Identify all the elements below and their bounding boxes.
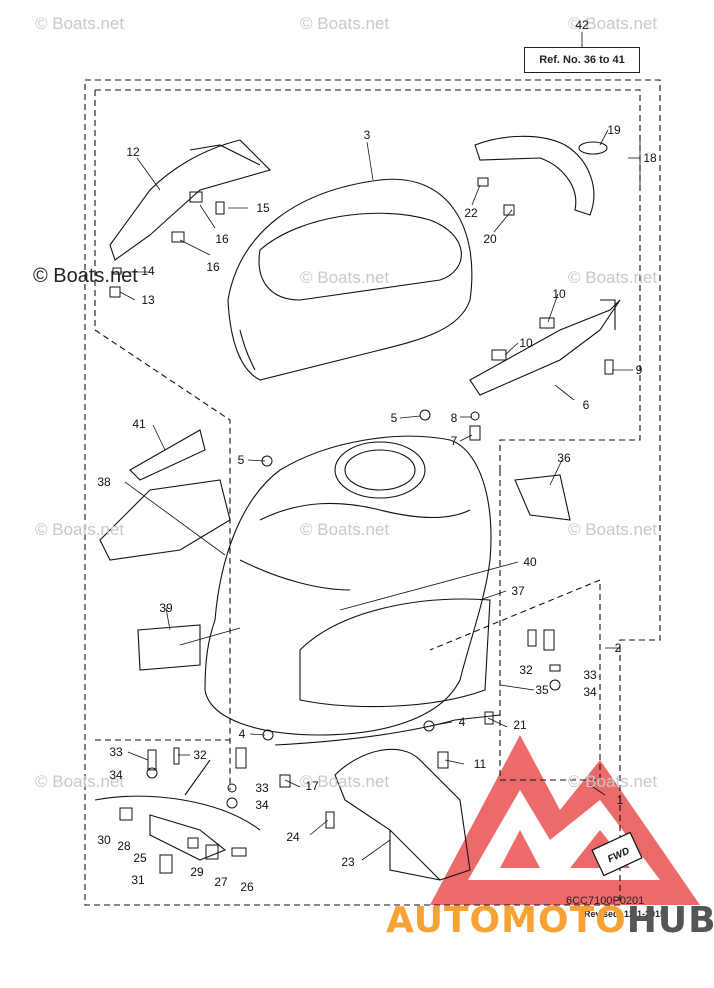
fwd-badge (591, 831, 643, 877)
callout-number: 4 (238, 727, 246, 741)
decal-39 (137, 624, 201, 671)
brand-part-1: AUTOMOTO (386, 900, 627, 941)
brand-logo: AUTOMOTOHUB (386, 900, 714, 941)
callout-number: 8 (450, 411, 458, 425)
right-bracket (474, 135, 595, 216)
watermark: © Boats.net (35, 14, 125, 33)
watermark: © Boats.net (568, 268, 658, 287)
decal-38 (99, 479, 231, 561)
callout-number: 4 (458, 715, 466, 729)
callout-number: 17 (305, 779, 319, 793)
callout-number: 11 (473, 757, 487, 771)
callout-number: 5 (390, 411, 398, 425)
decal-36 (514, 474, 571, 521)
callout-number: 30 (97, 833, 111, 847)
brand-part-2: HUB (626, 900, 714, 941)
callout-number: 24 (286, 830, 300, 844)
callout-number: 3 (363, 128, 371, 142)
callout-number: 40 (523, 555, 537, 569)
callout-number: 25 (133, 851, 147, 865)
watermark-large: © Boats.net (33, 265, 138, 287)
callout-number: 16 (215, 232, 229, 246)
side-bracket (469, 299, 621, 396)
decal-41 (129, 429, 206, 481)
callout-number: 2 (614, 641, 622, 655)
callout-number: 35 (535, 683, 549, 697)
callout-number: 1 (616, 793, 624, 807)
reference-box: Ref. No. 36 to 41 (524, 47, 640, 73)
warning-triangle-logo (430, 735, 700, 905)
callout-number: 38 (97, 475, 111, 489)
drawing-code: 6CC7100P0201 (566, 895, 645, 907)
callout-number: 9 (635, 363, 643, 377)
callout-number: 36 (557, 451, 571, 465)
callout-number: 10 (519, 336, 533, 350)
callout-number: 32 (193, 748, 207, 762)
lower-bracket (334, 748, 471, 881)
callout-number: 23 (341, 855, 355, 869)
callout-number: 13 (141, 293, 155, 307)
callout-number: 14 (141, 264, 155, 278)
callout-number: 42 (575, 18, 589, 32)
callout-number: 31 (131, 873, 145, 887)
callout-number: 29 (190, 865, 204, 879)
callout-number: 15 (256, 201, 270, 215)
callout-number: 33 (109, 745, 123, 759)
callout-number: 19 (607, 123, 621, 137)
callout-number: 26 (240, 880, 254, 894)
watermark: © Boats.net (300, 14, 390, 33)
watermark: © Boats.net (568, 14, 658, 33)
callout-number: 41 (132, 417, 146, 431)
seal-35 (274, 714, 501, 746)
callout-number: 21 (513, 718, 527, 732)
callout-number: 22 (464, 206, 478, 220)
watermark: © Boats.net (35, 520, 125, 539)
watermark: © Boats.net (568, 772, 658, 791)
top-cowling (227, 178, 473, 381)
watermark: © Boats.net (35, 772, 125, 791)
revision-date: Revised: 12-1-2015 (584, 909, 666, 919)
watermark: © Boats.net (300, 268, 390, 287)
callout-number: 27 (214, 875, 228, 889)
callout-number: 7 (450, 434, 458, 448)
outer-boundary (84, 79, 661, 906)
watermark: © Boats.net (300, 520, 390, 539)
callout-number: 28 (117, 839, 131, 853)
inner-boundary (95, 89, 641, 470)
left-bracket (109, 139, 272, 261)
callout-number: 34 (255, 798, 269, 812)
callout-number: 18 (643, 151, 657, 165)
callout-number: 37 (511, 584, 525, 598)
callout-number: 34 (583, 685, 597, 699)
decal-37 (299, 598, 491, 708)
callout-number: 34 (109, 768, 123, 782)
callout-number: 20 (483, 232, 497, 246)
callout-number: 6 (582, 398, 590, 412)
callout-number: 16 (206, 260, 220, 274)
callout-number: 5 (237, 453, 245, 467)
callout-number: 10 (552, 287, 566, 301)
watermark: © Boats.net (300, 772, 390, 791)
latch-assembly (149, 814, 227, 861)
callout-number: 32 (519, 663, 533, 677)
bottom-cowling (204, 435, 492, 736)
callout-number: 39 (159, 601, 173, 615)
callout-number: 33 (583, 668, 597, 682)
watermark: © Boats.net (568, 520, 658, 539)
callout-number: 33 (255, 781, 269, 795)
callout-number: 12 (126, 145, 140, 159)
